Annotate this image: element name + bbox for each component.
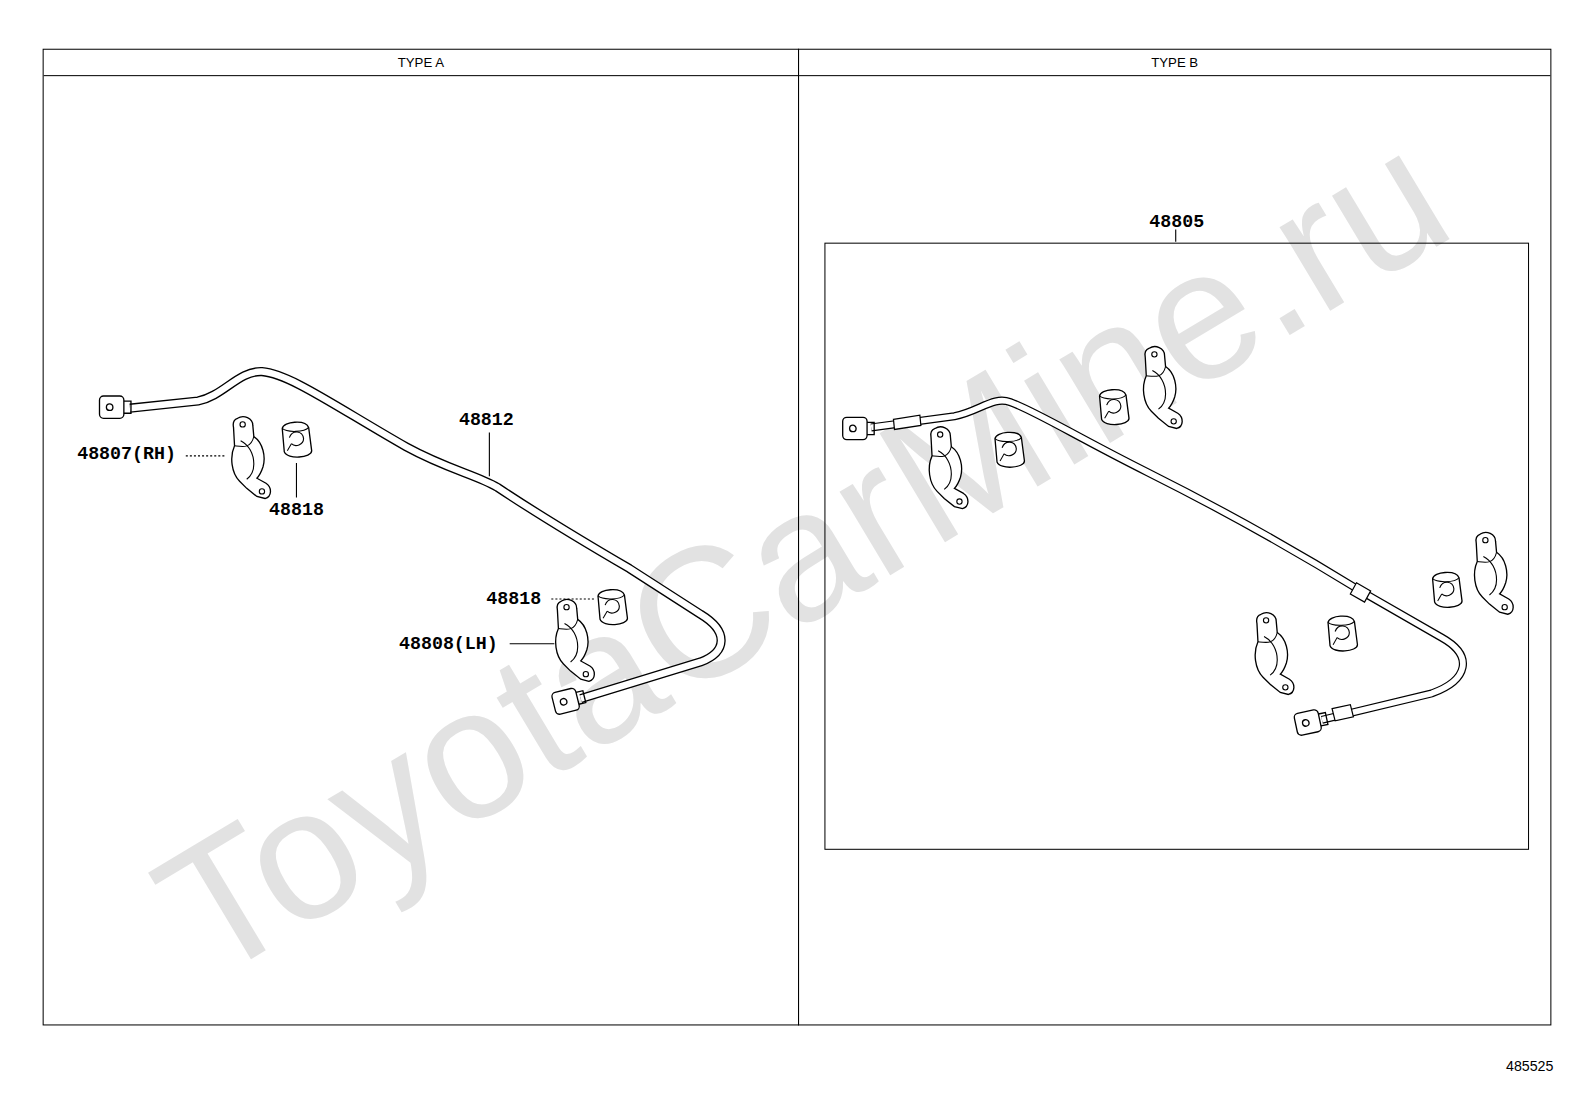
assembly-box: 48805	[824, 243, 1529, 850]
watermark: ToyotaCarMine.ru	[129, 99, 1474, 1008]
part-number: 48812	[459, 411, 514, 429]
figure-number: 485525	[1506, 1059, 1553, 1073]
type-panel: TYPE A	[43, 49, 799, 1026]
part-number: 48818	[269, 501, 324, 519]
part-number: 48807(RH)	[77, 445, 176, 463]
panel-header: TYPE A	[44, 50, 798, 76]
panel-heading: TYPE B	[1151, 55, 1198, 70]
panel-header: TYPE B	[799, 50, 1550, 76]
part-number: 48808(LH)	[399, 635, 498, 653]
type-panel: TYPE B 48805	[798, 49, 1551, 1026]
part-number: 48818	[486, 590, 541, 608]
part-number: 48805	[1149, 212, 1204, 232]
panel-heading: TYPE A	[398, 55, 444, 70]
